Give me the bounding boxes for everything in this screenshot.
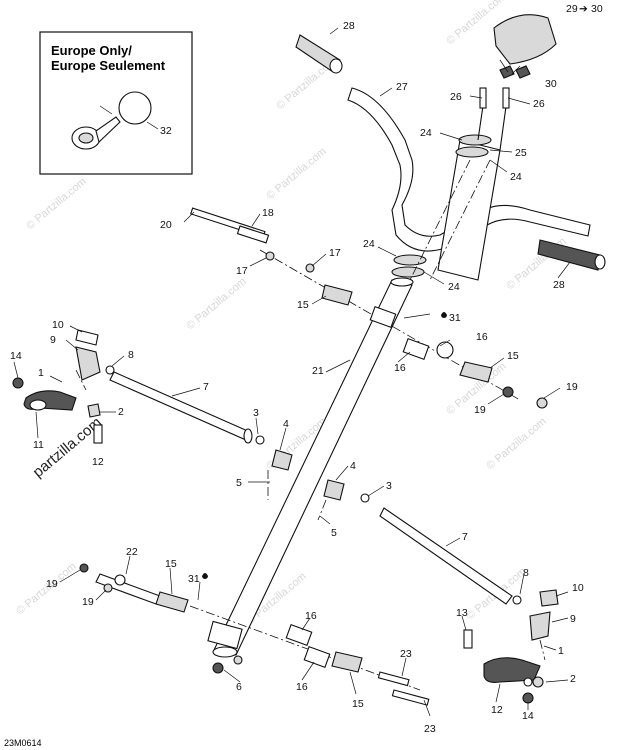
callout-4: 4 <box>283 418 289 430</box>
callout-31: 31 <box>449 312 461 324</box>
callout-9: 9 <box>570 613 576 625</box>
callout-2: 2 <box>118 406 124 418</box>
callout-19: 19 <box>566 381 578 393</box>
callout-11: 11 <box>33 439 44 451</box>
callouts: 28 29 ➔ 30 30 27 26 26 24 25 24 20 18 17… <box>10 3 603 735</box>
leader-lines <box>13 27 571 717</box>
column-tube <box>213 279 413 656</box>
callout-15: 15 <box>165 558 177 570</box>
callout-24: 24 <box>510 171 522 183</box>
callout-16: 16 <box>305 610 317 622</box>
callout-8: 8 <box>128 349 134 361</box>
callout-5: 5 <box>331 527 337 539</box>
callout-16: 16 <box>296 681 308 693</box>
lower-left-linkage <box>79 563 430 706</box>
callout-24: 24 <box>448 281 460 293</box>
callout-15: 15 <box>352 698 364 710</box>
callout-28: 28 <box>553 279 565 291</box>
callout-24: 24 <box>420 127 432 139</box>
cap-10b <box>539 589 559 607</box>
callout-18: 18 <box>262 207 274 219</box>
callout-7: 7 <box>203 381 209 393</box>
riser-block <box>437 139 501 281</box>
callout-19: 19 <box>82 596 94 608</box>
callout-14: 14 <box>10 350 22 362</box>
callout-27: 27 <box>396 81 408 93</box>
callout-14: 14 <box>522 710 534 722</box>
callout-5: 5 <box>236 477 242 489</box>
callout-16: 16 <box>476 331 488 343</box>
ball-joint-15b <box>459 361 493 383</box>
callout-13: 13 <box>456 607 468 619</box>
callout-1: 1 <box>558 645 564 657</box>
ball-joint-15a <box>321 284 353 306</box>
ball-joint-15d <box>331 651 363 673</box>
callout-3: 3 <box>253 407 259 419</box>
callout-31: 31 <box>188 573 200 585</box>
callout-12: 12 <box>92 456 104 468</box>
callout-25: 25 <box>515 147 527 159</box>
callout-16: 16 <box>394 362 406 374</box>
lubricant-drop-icon <box>202 573 208 579</box>
callout-9: 9 <box>50 334 56 346</box>
right-grip <box>537 239 601 271</box>
callout-1: 1 <box>38 367 44 379</box>
callout-2: 2 <box>570 673 576 685</box>
tie-rod-7b <box>379 507 513 605</box>
lubricant-drop-icon <box>441 312 447 318</box>
callout-8: 8 <box>523 567 529 579</box>
lower-right-assembly <box>317 479 559 704</box>
upper-linkage <box>190 207 548 409</box>
callout-21: 21 <box>312 365 324 377</box>
diagram-code: 23M0614 <box>4 738 42 748</box>
callout-19: 19 <box>474 404 486 416</box>
callout-7: 7 <box>462 531 468 543</box>
callout-23: 23 <box>424 723 436 735</box>
callout-22: 22 <box>126 546 138 558</box>
callout-6: 6 <box>236 681 242 693</box>
callout-17: 17 <box>236 265 248 277</box>
horn-drawing <box>71 91 152 150</box>
inset-title-line2: Europe Seulement <box>51 58 166 73</box>
callout-10: 10 <box>572 582 584 594</box>
callout-15: 15 <box>297 299 309 311</box>
ball-joint-15c <box>155 591 189 613</box>
grip-cover <box>493 14 557 65</box>
watermark-text: © Partzilla.com <box>264 145 328 202</box>
callout-30: 30 <box>545 78 557 90</box>
callout-24: 24 <box>363 238 375 250</box>
watermark-text: © Partzilla.com <box>184 275 248 332</box>
callout-20: 20 <box>160 219 172 231</box>
callout-30: 30 <box>591 3 603 15</box>
inset-title-line1: Europe Only/ <box>51 43 132 58</box>
cap-10a <box>75 329 99 346</box>
callout-19: 19 <box>46 578 58 590</box>
watermark-text: © Partzilla.com <box>24 175 88 232</box>
callout-26: 26 <box>450 91 462 103</box>
steering-column <box>207 277 414 658</box>
callout-15: 15 <box>507 350 519 362</box>
callout-23: 23 <box>400 648 412 660</box>
inset-frame <box>39 31 193 175</box>
callout-12: 12 <box>491 704 503 716</box>
europe-inset: Europe Only/ Europe Seulement 32 <box>39 31 193 175</box>
callout-17: 17 <box>329 247 341 259</box>
callout-32: 32 <box>160 125 172 137</box>
callout-29: 29 <box>566 3 578 15</box>
callout-28: 28 <box>343 20 355 32</box>
left-upper-assembly <box>12 329 293 500</box>
watermark-text: © Partzilla.com <box>484 415 548 472</box>
callout-4: 4 <box>350 460 356 472</box>
callout-3: 3 <box>386 480 392 492</box>
callout-10: 10 <box>52 319 64 331</box>
steering-arm-12 <box>483 657 541 683</box>
handlebar-assembly <box>295 14 606 281</box>
arrow-icon: ➔ <box>579 3 588 15</box>
tie-rod-7a <box>109 371 251 441</box>
callout-26: 26 <box>533 98 545 110</box>
handlebar <box>347 87 591 252</box>
